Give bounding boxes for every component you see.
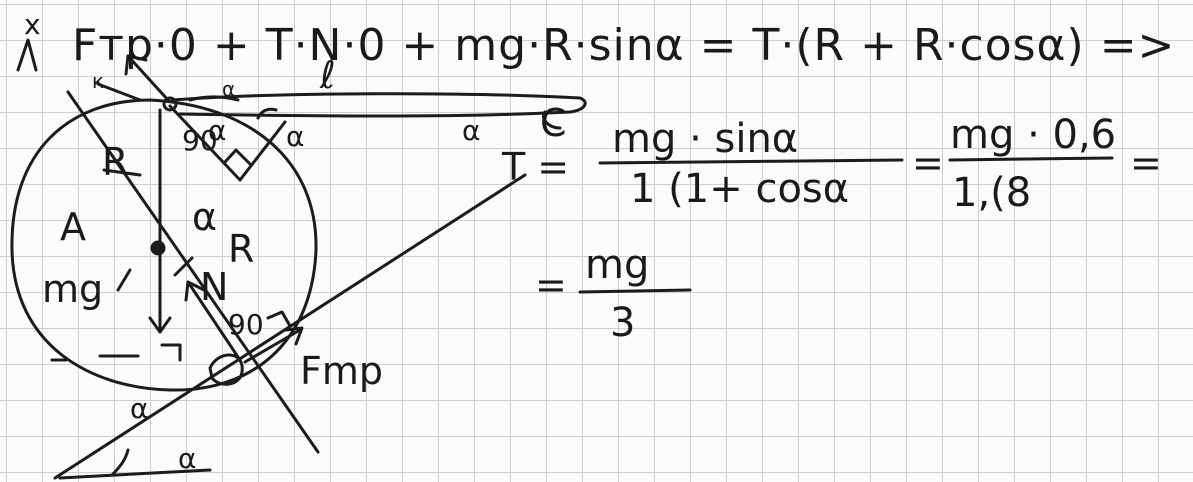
alpha-upper-2-label: α [286, 120, 304, 153]
angle-arc-bottom [110, 448, 130, 477]
right-angle-mark-lower [160, 343, 182, 362]
radius-upper-label: R [102, 140, 128, 184]
fraction-3-denominator: 3 [610, 300, 635, 346]
alpha-rope-label: α [462, 114, 480, 147]
angle-arc-upper-right [256, 107, 278, 120]
small-alpha-top-label: α [222, 77, 235, 101]
arrow-tip-label: к [92, 69, 104, 93]
lever-perp-line [238, 120, 287, 182]
fraction-2-denominator: 1,(8 [952, 170, 1031, 216]
normal-arrow-head [184, 280, 206, 302]
small-arrow-left [96, 82, 142, 102]
alpha-center-label: α [192, 195, 217, 239]
radius-line-diagonal [66, 90, 320, 454]
angle-90-upper-label: 90 [182, 124, 218, 157]
angle-arc-top [188, 95, 240, 102]
angle-90-lower-label: 90 [228, 308, 264, 341]
friction-arrow-incline [243, 328, 302, 364]
friction-arrow-top [126, 54, 170, 102]
alpha-bottom-label: α [178, 442, 196, 475]
fraction-3-bar [578, 288, 692, 294]
fraction-1-bar [598, 158, 904, 165]
equals-1: = [912, 141, 944, 185]
friction-arrow-head [124, 54, 148, 76]
mg-tick [116, 268, 132, 292]
rope-loop [170, 92, 587, 118]
lever-arm-label: ℓ [319, 53, 336, 97]
rope-end-label: C [540, 101, 567, 145]
point-a-label: A [60, 205, 86, 249]
equals-2: = [1130, 141, 1162, 185]
fraction-1-denominator: 1 (1+ cosα [630, 166, 849, 212]
normal-arrow [186, 280, 242, 362]
rope-end-c [542, 110, 562, 130]
fraction-2-numerator: mg · 0,6 [950, 112, 1116, 158]
alpha-left-label: α [130, 392, 148, 425]
center-point [150, 240, 166, 256]
fraction-3-numerator: mg [585, 242, 649, 288]
x-axis-arrow [16, 38, 38, 72]
alpha-upper-1-label: α [208, 114, 226, 147]
friction-arrow-incline-head [284, 326, 304, 346]
radius-lower-label: R [228, 227, 254, 271]
friction-label: Fmp [300, 349, 383, 393]
fraction-2-bar [948, 156, 1114, 162]
weight-label: mg [42, 267, 103, 311]
weight-arrow-head [148, 316, 172, 334]
contact-point [208, 353, 244, 386]
equation-top: Fтр·0 + T·N·0 + mg·R·sinα = T·(R + R·cos… [72, 20, 1175, 71]
ground-line [58, 468, 212, 480]
top-point [162, 96, 178, 112]
x-axis-label: x [24, 8, 41, 41]
radius-upper-underline [102, 168, 142, 177]
cylinder-outline [10, 98, 318, 392]
alpha-tick [173, 256, 194, 277]
right-angle-mark-incline [266, 310, 292, 328]
lever-arm-line [168, 104, 242, 182]
right-angle-mark-upper [223, 148, 252, 166]
fraction-1-numerator: mg · sinα [612, 116, 798, 162]
normal-label: N [200, 265, 228, 309]
tension-lhs: T = [501, 145, 569, 189]
equals-3: = [535, 263, 567, 307]
